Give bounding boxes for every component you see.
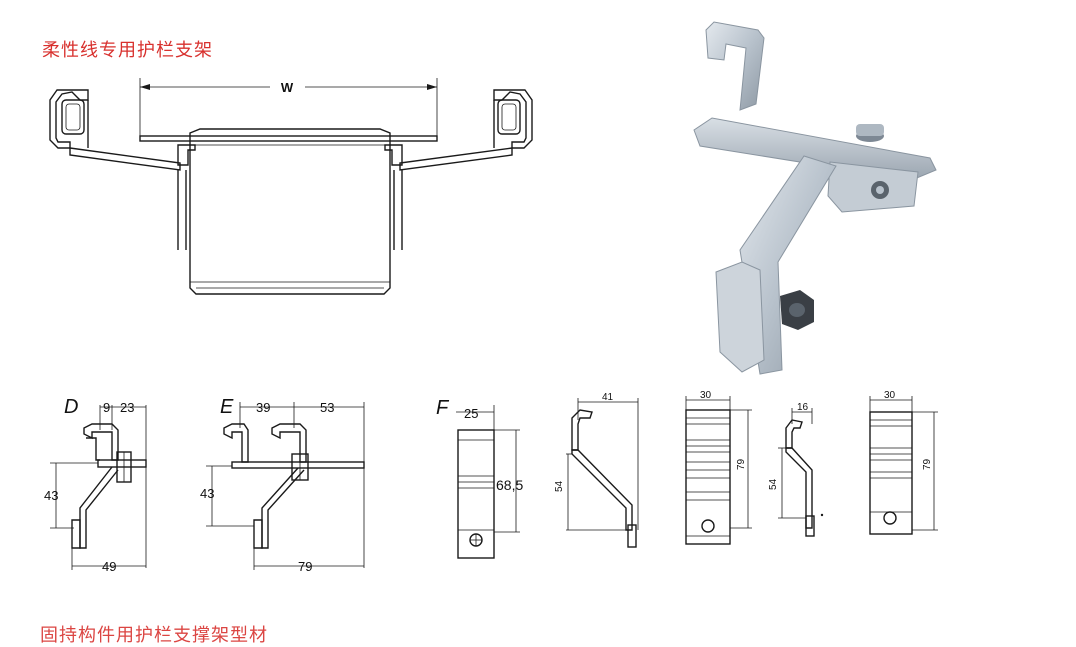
- detail-d: D 9 23 43 49: [44, 396, 147, 574]
- width-dimension: W: [139, 78, 438, 140]
- detail-d-dim-9: 9: [103, 400, 110, 415]
- profile-b-dim-16: 16: [797, 402, 809, 413]
- front-a-dim-79: 79: [736, 458, 747, 470]
- guardrail-assembly-drawing: W: [44, 21, 938, 574]
- front-a: 30 79: [685, 390, 752, 545]
- front-b-dim-79: 79: [922, 458, 933, 470]
- detail-f-dim-25: 25: [464, 406, 478, 421]
- detail-d-dim-49: 49: [102, 559, 116, 574]
- aluminium-bracket-photo: [693, 21, 937, 375]
- footer-partial-title: 固持构件用护栏支撑架型材: [40, 625, 268, 646]
- detail-d-dim-23: 23: [120, 400, 134, 415]
- detail-e-dim-39: 39: [256, 400, 270, 415]
- drawing-sheet: 柔性线专用护栏支架 W: [40, 21, 938, 646]
- detail-d-dim-43: 43: [44, 488, 58, 503]
- profile-a-dim-41: 41: [602, 392, 614, 403]
- page-title: 柔性线专用护栏支架: [42, 40, 213, 61]
- conveyed-package: [189, 128, 391, 295]
- profile-b-dim-54: 54: [768, 478, 779, 490]
- front-b: 30 79: [869, 390, 938, 535]
- right-guide-rail: [399, 89, 533, 171]
- detail-f-dim-68-5: 68,5: [496, 477, 523, 493]
- left-guide-rail: [49, 89, 181, 171]
- detail-f: F 25 68,5: [436, 397, 523, 559]
- detail-e-dim-53: 53: [320, 400, 334, 415]
- right-clamp: [384, 144, 403, 250]
- width-label: W: [281, 80, 294, 95]
- left-clamp: [177, 144, 196, 250]
- detail-e-letter: E: [220, 396, 234, 418]
- detail-e: E 39 53 43 79: [200, 396, 365, 574]
- profile-a: 41 54: [554, 392, 639, 548]
- detail-e-dim-43: 43: [200, 486, 214, 501]
- detail-f-letter: F: [436, 397, 450, 419]
- detail-e-dim-79: 79: [298, 559, 312, 574]
- front-a-dim-30: 30: [700, 390, 712, 401]
- profile-b: 16 54: [768, 402, 824, 537]
- profile-a-dim-54: 54: [554, 480, 565, 492]
- detail-d-letter: D: [64, 396, 78, 418]
- front-b-dim-30: 30: [884, 390, 896, 401]
